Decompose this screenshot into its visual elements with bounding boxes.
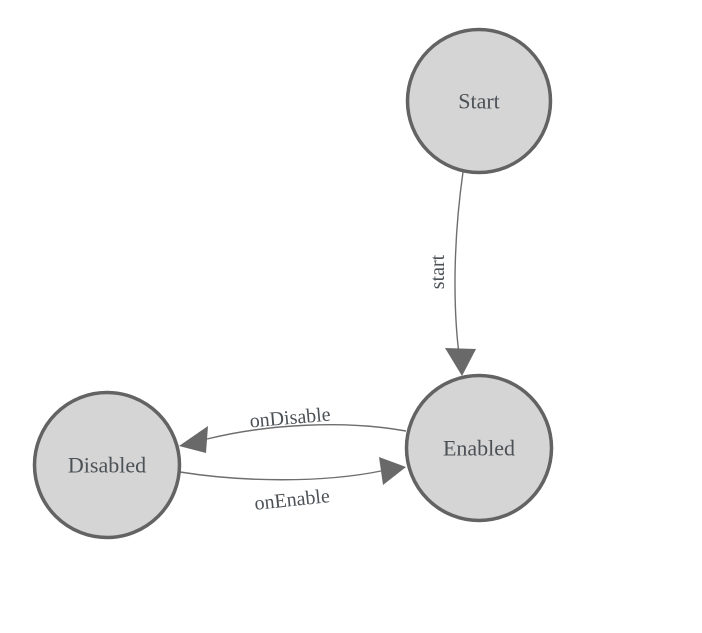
edge-disabled-to-enabled: onEnable: [179, 457, 406, 515]
state-circle: [32, 390, 182, 540]
edge-line: [454, 171, 464, 363]
state-label: Disabled: [68, 453, 146, 478]
state-label: Enabled: [443, 436, 515, 461]
edge-label-start: start: [427, 254, 449, 289]
edge-label-ondisable: onDisable: [249, 403, 332, 432]
state-circle: [404, 373, 554, 523]
state-node-enabled: Enabled: [404, 373, 554, 523]
state-label: Start: [458, 89, 500, 114]
edge-label-onenable: onEnable: [253, 485, 331, 515]
state-node-disabled: Disabled: [32, 390, 182, 540]
edge-enabled-to-disabled: onDisable: [179, 403, 407, 453]
edge-line: [206, 424, 407, 440]
arrowhead-left-icon: [179, 426, 208, 453]
edge-start-to-enabled: start: [427, 171, 476, 376]
arrowhead-right-icon: [379, 457, 406, 485]
arrowhead-down-icon: [445, 348, 476, 376]
state-node-start: Start: [405, 27, 553, 175]
edge-line: [179, 470, 382, 481]
state-circle: [405, 27, 553, 175]
